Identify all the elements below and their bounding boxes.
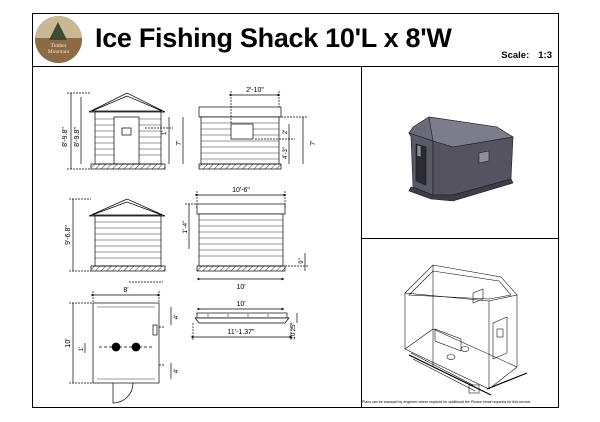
dim-front-height-inner: 8'-9.8" <box>74 127 81 147</box>
dim-width: 8' <box>123 287 128 294</box>
dim-side-wall: 1'-4" <box>182 220 189 234</box>
logo-text-line1: Timber <box>50 43 67 49</box>
company-logo: Timber Mountain <box>35 16 82 63</box>
drawing-sheet: Timber Mountain Ice Fishing Shack 10'L x… <box>32 13 559 408</box>
dim-door-height: 7' <box>176 140 183 145</box>
dim-window-side: 1' <box>162 131 168 135</box>
dim-bench-b: 4' <box>173 369 180 374</box>
floor-plan <box>69 291 172 404</box>
dim-side-height: 7' <box>310 140 317 145</box>
side-elevation-plain <box>185 191 309 281</box>
isometric-wireframe-view <box>404 264 528 396</box>
dim-hole-offset: 1' <box>79 347 85 351</box>
page-title: Ice Fishing Shack 10'L x 8'W <box>95 23 452 53</box>
drawing-views: 8'-9.8" 8'-9.8" 1' 7' 2'-10 <box>62 87 528 404</box>
dim-skid-height: 10.25" <box>291 322 297 339</box>
dim-bench-a: 4' <box>173 315 180 320</box>
sheet-divider-vertical <box>361 67 362 407</box>
scale-indicator: Scale: 1:3 <box>501 50 552 61</box>
footnote: Plans can be stamped by engineer where r… <box>362 400 531 404</box>
dim-skid-rise: 9" <box>299 258 305 263</box>
side-elevation <box>198 91 307 170</box>
dim-length: 10' <box>236 284 245 291</box>
sheet-divider-horizontal <box>362 238 558 239</box>
isometric-shaded-view <box>408 116 514 202</box>
dim-window-height: 2' <box>283 130 289 134</box>
front-elevation <box>67 92 184 170</box>
dim-front-height: 8'-9.8" <box>62 127 69 147</box>
scale-label: Scale: <box>501 50 530 61</box>
dim-skid-length: 10' <box>236 301 245 308</box>
skid-section <box>191 307 298 341</box>
scale-value: 1:3 <box>538 50 552 61</box>
dim-sill-height: 4'-3" <box>283 147 289 159</box>
dim-rear-overall: 10'-6" <box>232 187 250 194</box>
logo-text-line2: Mountain <box>47 49 70 55</box>
rear-elevation <box>69 198 166 283</box>
title-block: Timber Mountain Ice Fishing Shack 10'L x… <box>33 14 558 67</box>
dim-skid-overall: 11'-1.37" <box>227 329 255 336</box>
dim-plan-length: 10' <box>65 338 72 347</box>
dim-window-width: 2'-10" <box>246 87 264 94</box>
dim-rear-height: 9'-6.8" <box>65 225 72 245</box>
